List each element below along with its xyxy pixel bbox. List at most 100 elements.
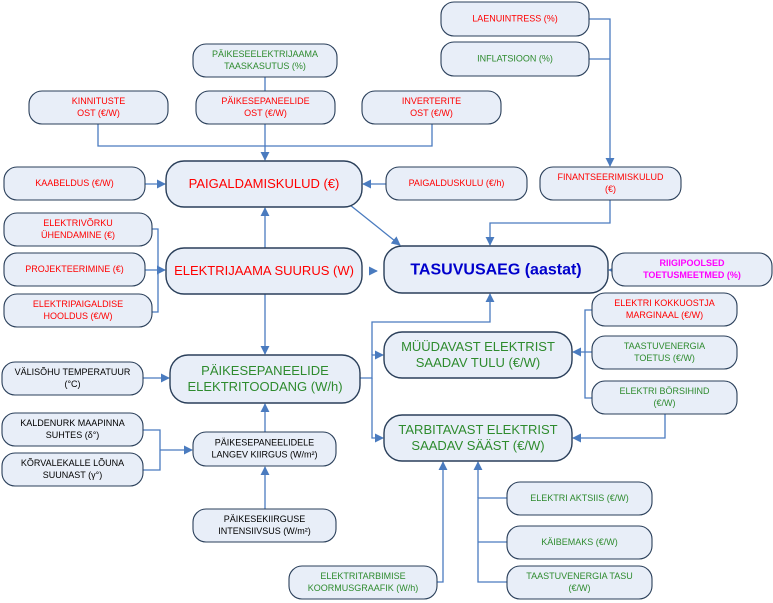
node-paikesetaaskasutus: PÄIKESEELEKTRIJAAMA TAASKASUTUS (%) [192,43,338,78]
node-label: ELEKTRI KOKKUOSTJA [614,298,715,308]
connector-income-to-payback [371,293,495,355]
node-label: TASUVUSAEG (aastat) [410,262,581,279]
node-langevkiirgus: PÄIKESEPANEELIDELE LANGEV KIIRGUS (W/m²) [192,431,337,467]
node-label: TAASKASUTUS (%) [224,61,306,71]
node-label: ELEKTRIJAAMA SUURUS (W) [174,263,354,278]
connector-angle-bracket [143,429,161,471]
node-label: FINANTSEERIMISKULUD [557,172,664,182]
connector-interest-to-financing [589,18,615,167]
node-label: ELEKTRITARBIMISE [320,571,405,581]
node-label: SAADAV TULU (€/W) [416,355,540,370]
node-paigalduskulu: PAIGALDUSKULU (€/h) [385,166,528,201]
connector-production-to-income [360,350,384,379]
node-laenuintress: LAENUINTRESS (%) [440,1,590,37]
node-label: OST (€/W) [77,108,120,118]
connector-right-bracket [584,309,592,399]
node-label: MÜÜDAVAST ELEKTRIST [401,339,555,354]
node-label: RIIGIPOOLSED [659,258,725,268]
node-box [192,431,337,467]
node-box [288,565,438,600]
node-label: MARGINAAL (€/W) [626,310,703,320]
node-label: (€/W) [569,583,591,593]
node-label: PÄIKESEKIIRGUSE [224,514,306,524]
node-label: (€/W) [654,398,676,408]
node-suurus: ELEKTRIJAAMA SUURUS (W) [165,247,363,295]
node-paneelideost: PÄIKESEPANEELIDE OST (€/W) [195,90,336,125]
node-box [591,335,738,370]
node-box [1,452,144,487]
node-paigaldamiskulud: PAIGALDAMISKULUD (€) [165,160,363,208]
node-box [165,160,363,208]
node-box [3,166,146,201]
node-box [591,380,738,415]
node-box [361,90,502,125]
node-label: TARBITAVAST ELEKTRIST [398,422,557,437]
node-label: INTENSIIVSUS (W/m²) [218,526,311,536]
node-box [383,245,609,294]
node-label: PÄIKESEPANEELIDE [221,96,309,106]
node-label: ELEKTRITOODANG (W/h) [187,379,342,394]
node-kaldenurk: KALDENURK MAAPINNA SUHTES (δ°) [1,412,144,447]
node-label: INVERTERITE [402,96,461,106]
connector-taxes-bracket [477,497,507,583]
node-label: OST (€/W) [244,108,287,118]
node-tasuvusaeg: TASUVUSAEG (aastat) [383,245,609,294]
node-label: LAENUINTRESS (%) [472,14,558,24]
node-label: PAIGALDAMISKULUD (€) [189,176,340,191]
node-box [192,508,337,543]
connector-lines [97,18,666,583]
node-label: (€) [605,184,616,194]
node-label: PROJEKTEERIMINE (€) [25,264,124,274]
node-label: KALDENURK MAAPINNA [20,418,125,428]
node-label: PÄIKESEPANEELIDELE [215,438,314,448]
node-box [169,354,361,404]
node-box [1,412,144,447]
node-label: ELEKTRI AKTSIIS (€/W) [530,493,629,503]
node-label: PÄIKESEELEKTRIJAAMA [212,49,318,59]
node-label: SUHTES (δ°) [46,430,100,440]
node-label: ELEKTRI BÖRSIHIND [619,386,710,396]
node-box [383,331,573,379]
node-aktsiis: ELEKTRI AKTSIIS (€/W) [506,481,653,516]
node-projekteerimine: PROJEKTEERIMINE (€) [3,252,146,287]
node-valisohu: VÄLISÕHU TEMPERATUUR (°C) [1,361,144,396]
node-label: PAIGALDUSKULU (€/h) [409,178,505,188]
node-label: (°C) [64,379,80,389]
node-box [1,361,144,396]
node-box [3,293,153,328]
node-label: TAASTUVENERGIA TASU [526,571,633,581]
node-box [611,252,773,287]
node-box [3,212,153,247]
node-label: SUUNAST (γ°) [43,470,102,480]
node-box [195,90,336,125]
node-box [591,292,738,327]
node-label: TAASTUVENERGIA [624,341,705,351]
node-koormusgraafik: ELEKTRITARBIMISE KOORMUSGRAAFIK (W/h) [288,565,438,600]
node-label: TOETUS (€/W) [634,353,695,363]
node-label: LANGEV KIIRGUS (W/m²) [211,450,317,460]
node-label: KOORMUSGRAAFIK (W/h) [308,583,419,593]
node-label: KAABELDUS (€/W) [35,178,114,188]
node-label: VÄLISÕHU TEMPERATUUR [15,367,131,377]
node-box [385,166,528,201]
node-kaibemaks: KÄIBEMAKS (€/W) [506,525,653,560]
node-box [28,90,169,125]
node-kaabeldus: KAABELDUS (€/W) [3,166,146,201]
node-taastuvtoetus: TAASTUVENERGIA TOETUS (€/W) [591,335,738,370]
node-label: INFLATSIOON (%) [477,54,553,64]
connector-exchange-to-savings [572,414,666,443]
node-box [3,252,146,287]
node-box [440,1,590,37]
node-label: HOOLDUS (€/W) [43,311,112,321]
node-label: ELEKTRIVÕRKU [43,218,113,228]
node-box [165,247,363,295]
